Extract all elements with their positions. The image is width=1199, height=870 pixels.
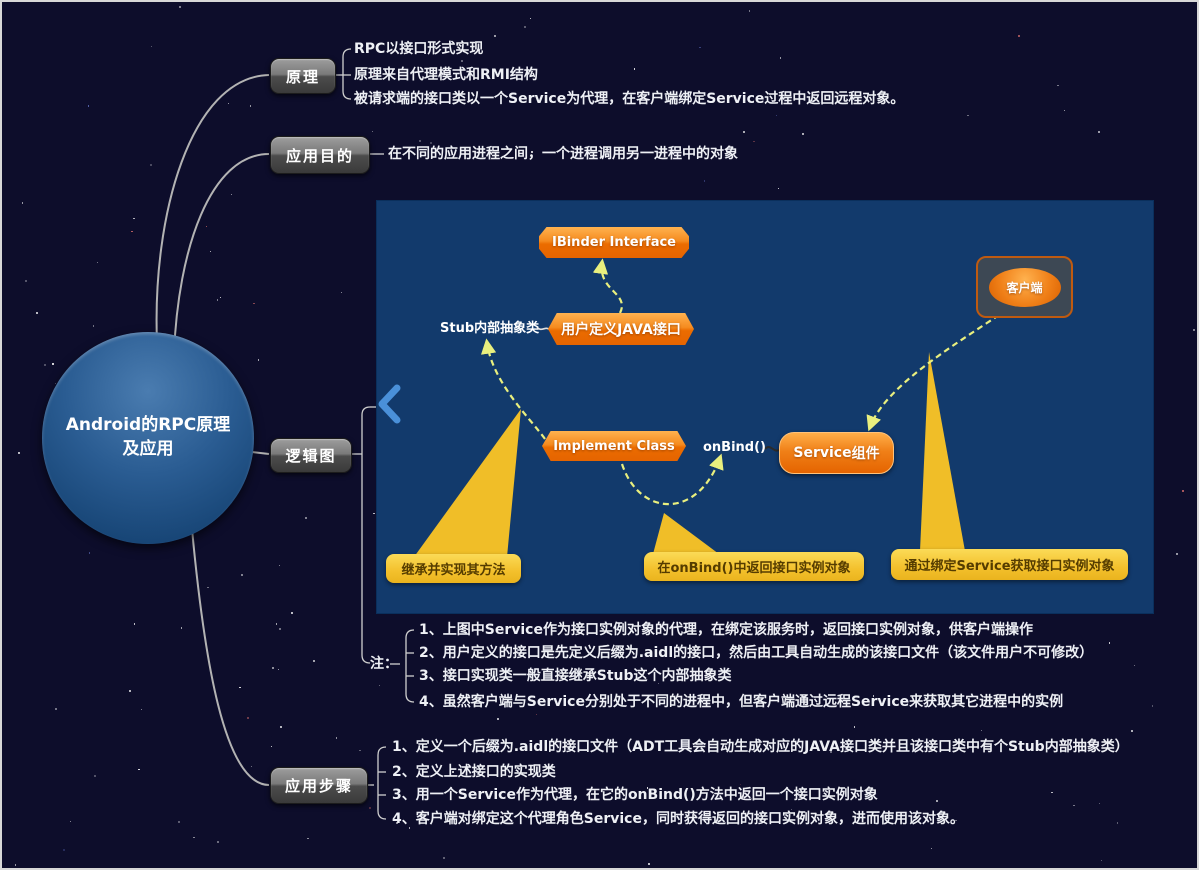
purpose-item: 在不同的应用进程之间，一个进程调用另一进程中的对象	[388, 146, 738, 162]
principle-item: 原理来自代理模式和RMI结构	[354, 67, 538, 83]
diagram-node-ibinder: IBinder Interface	[539, 227, 689, 258]
onbind-label: onBind()	[703, 440, 766, 455]
node-steps[interactable]: 应用步骤	[270, 767, 368, 804]
central-topic-title-line1: Android的RPC原理	[66, 414, 231, 438]
service-label-cn: 组件	[852, 443, 880, 463]
callout-onbind-label: 在onBind()中返回接口实例对象	[658, 557, 851, 576]
diagram-node-user-interface: 用户定义JAVA接口	[548, 313, 694, 345]
callout-onbind: 在onBind()中返回接口实例对象	[644, 552, 864, 581]
step-item: 3、用一个Service作为代理，在它的onBind()方法中返回一个接口实例对…	[392, 787, 878, 803]
central-topic[interactable]: Android的RPC原理 及应用	[42, 332, 254, 544]
step-item: 2、定义上述接口的实现类	[392, 764, 556, 780]
callout-bind-service: 通过绑定Service获取接口实例对象	[891, 549, 1128, 580]
note-label: 注：	[370, 656, 398, 672]
note-item: 2、用户定义的接口是先定义后缀为.aidl的接口，然后由工具自动生成的该接口文件…	[419, 645, 1093, 661]
ibinder-label: IBinder Interface	[552, 235, 676, 250]
service-label-en: Service	[793, 445, 851, 461]
node-logic-diagram[interactable]: 逻辑图	[270, 438, 352, 473]
node-steps-label: 应用步骤	[285, 775, 353, 796]
diagram-node-service: Service组件	[779, 432, 894, 474]
node-logic-diagram-label: 逻辑图	[285, 445, 336, 466]
callout-inherit-label: 继承并实现其方法	[401, 559, 505, 578]
collapse-chevron-icon[interactable]	[377, 383, 403, 425]
note-item: 3、接口实现类一般直接继承Stub这个内部抽象类	[419, 668, 732, 684]
client-label: 客户端	[1006, 279, 1042, 296]
implement-class-label: Implement Class	[553, 439, 675, 454]
client-ellipse: 客户端	[989, 268, 1061, 307]
node-purpose[interactable]: 应用目的	[270, 136, 370, 174]
note-item: 4、虽然客户端与Service分别处于不同的进程中，但客户端通过远程Servic…	[419, 694, 1063, 710]
callout-inherit: 继承并实现其方法	[386, 554, 521, 583]
note-item: 1、上图中Service作为接口实例对象的代理，在绑定该服务时，返回接口实例对象…	[419, 622, 1033, 638]
user-interface-label: 用户定义JAVA接口	[561, 319, 681, 339]
principle-item: RPC以接口形式实现	[354, 41, 483, 57]
onbind-link-squiggle	[765, 447, 779, 451]
diagram-node-client: 客户端	[976, 256, 1073, 318]
step-item: 1、定义一个后缀为.aidl的接口文件（ADT工具会自动生成对应的JAVA接口类…	[392, 739, 1129, 755]
node-principle[interactable]: 原理	[270, 58, 336, 94]
callout-bind-service-label: 通过绑定Service获取接口实例对象	[904, 555, 1114, 574]
principle-item: 被请求端的接口类以一个Service为代理，在客户端绑定Service过程中返回…	[354, 91, 904, 107]
logic-diagram-image[interactable]: IBinder Interface Stub内部抽象类 用户定义JAVA接口 客…	[377, 201, 1153, 613]
stub-abstract-class-label: Stub内部抽象类	[440, 317, 539, 336]
diagram-node-implement-class: Implement Class	[542, 431, 686, 461]
step-item: 4、客户端对绑定这个代理角色Service，同时获得返回的接口实例对象，进而使用…	[392, 811, 964, 827]
central-topic-title-line2: 及应用	[123, 438, 174, 462]
node-principle-label: 原理	[286, 66, 320, 87]
node-purpose-label: 应用目的	[286, 145, 354, 166]
